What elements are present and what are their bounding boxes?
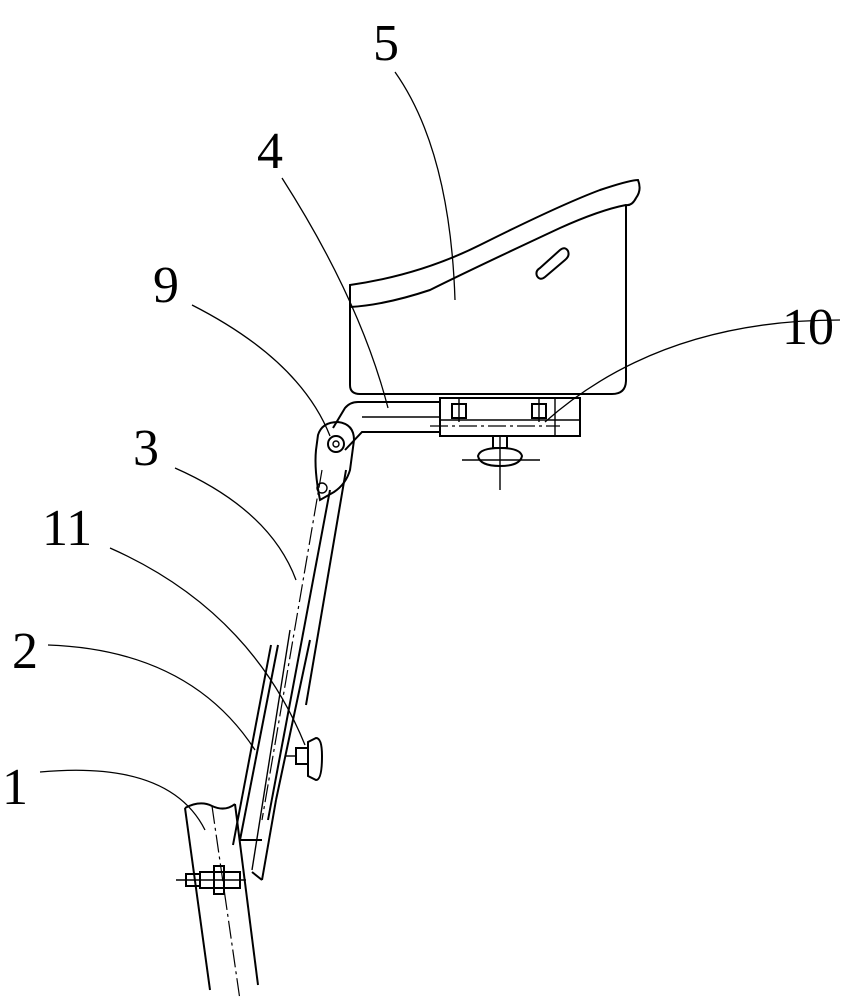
label-2: 2 bbox=[12, 623, 38, 680]
label-4: 4 bbox=[257, 123, 283, 180]
label-3: 3 bbox=[133, 420, 159, 477]
part-5-seat bbox=[350, 180, 640, 394]
label-11: 11 bbox=[42, 500, 92, 557]
label-10: 10 bbox=[782, 299, 834, 356]
label-1: 1 bbox=[2, 759, 28, 816]
part-3-upper-tube bbox=[262, 470, 346, 820]
part-2-sleeve bbox=[233, 630, 310, 880]
part-9-hinge bbox=[316, 422, 355, 500]
label-9: 9 bbox=[153, 257, 179, 314]
leader-lines bbox=[40, 72, 840, 830]
part-1-post bbox=[176, 803, 258, 1000]
part-11-lock-knob bbox=[285, 738, 322, 780]
label-5: 5 bbox=[373, 15, 399, 72]
